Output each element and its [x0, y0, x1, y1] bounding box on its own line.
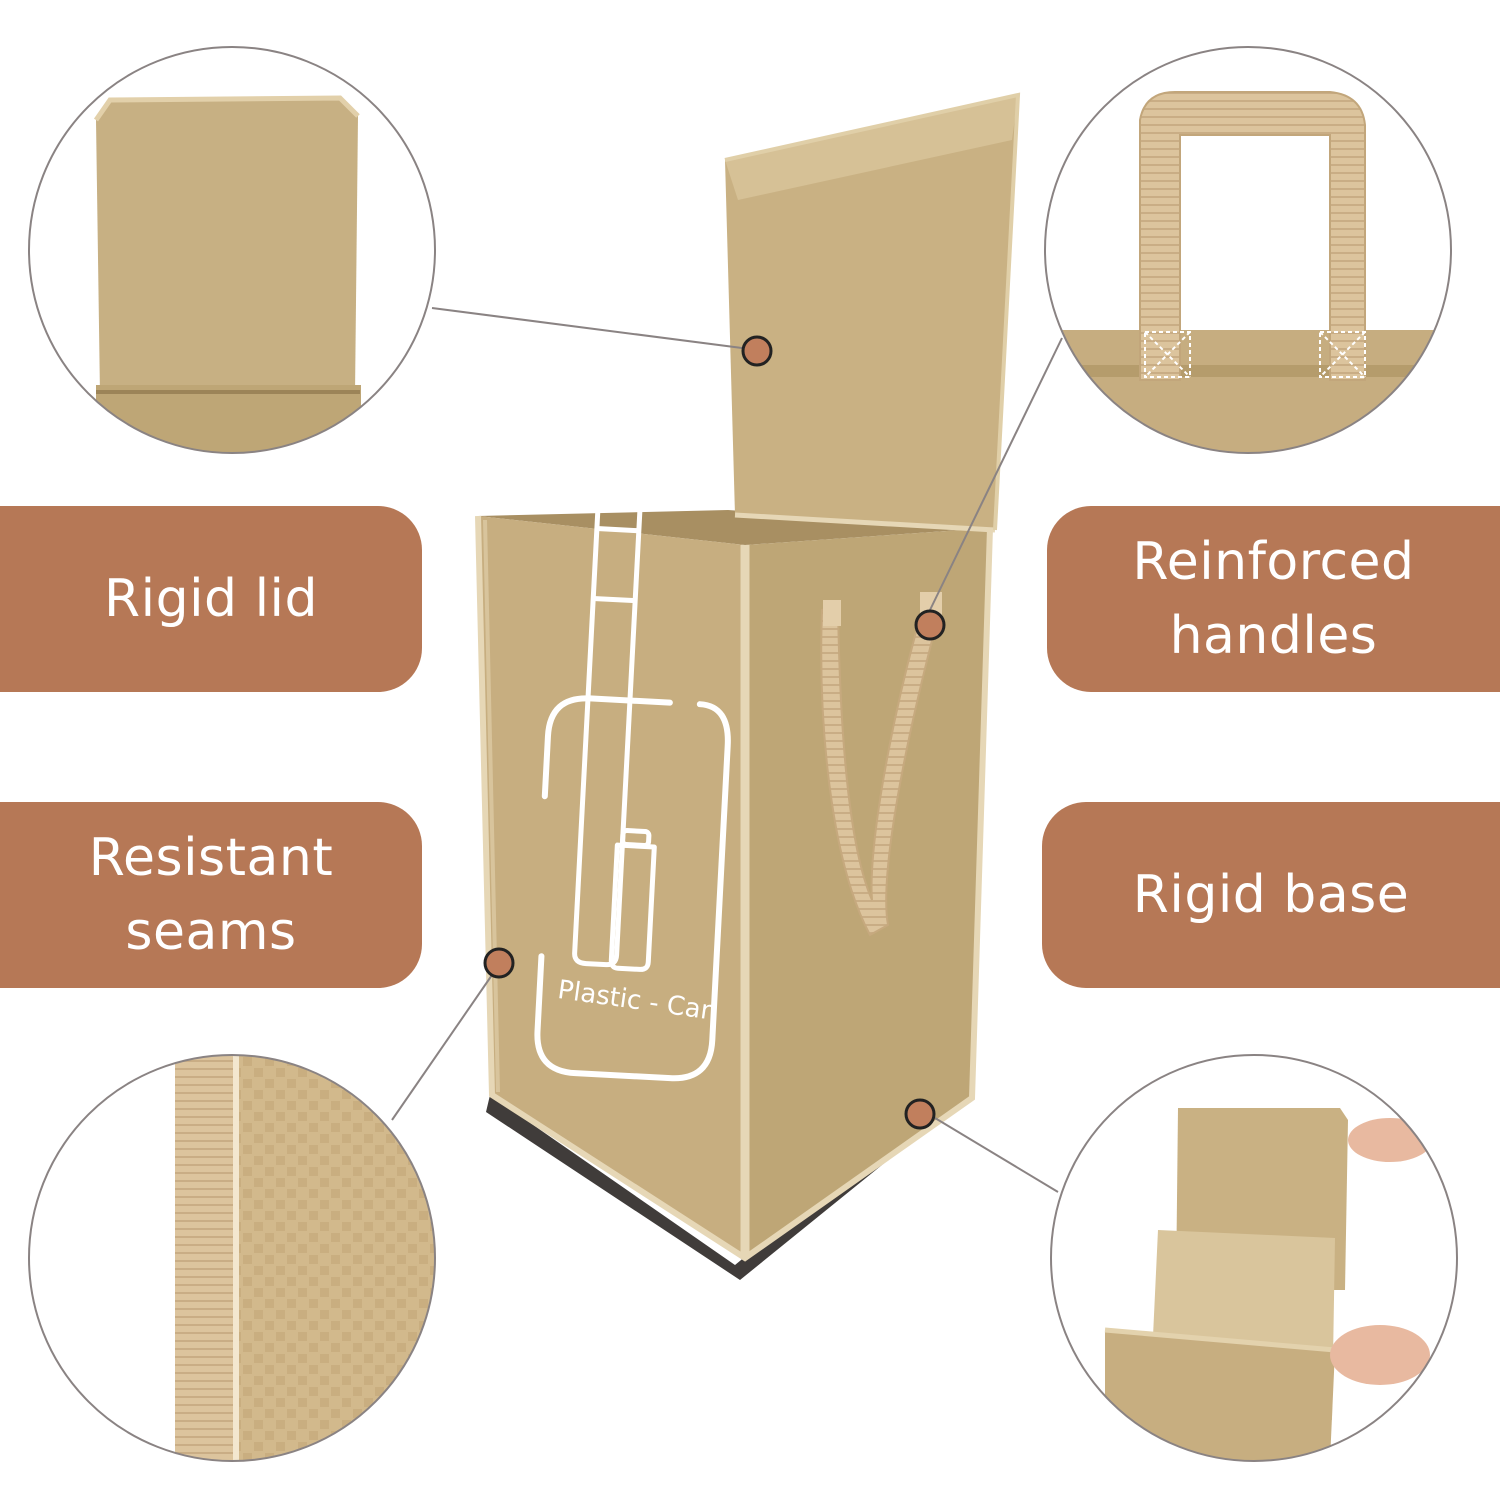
dot-rigid-lid [741, 335, 773, 367]
detail-handles-frame [1044, 46, 1452, 454]
detail-base-frame [1050, 1054, 1458, 1462]
callout-dots [483, 335, 946, 1130]
callout-reinforced-handles-line-2: handles [1169, 606, 1378, 666]
detail-lid-image [29, 47, 435, 453]
dot-rigid-base [904, 1098, 936, 1130]
callout-rigid-base: Rigid base [1042, 802, 1500, 988]
detail-seams-frame [28, 1054, 436, 1462]
bottle-and-can-icon [572, 398, 657, 972]
callout-resistant-seams-line-1: Resistant [88, 828, 334, 888]
detail-lid-frame [28, 46, 436, 454]
detail-seams-image [29, 1055, 435, 1461]
leader-lines [391, 307, 1063, 1193]
callout-resistant-seams: Resistant seams [0, 802, 422, 988]
callout-resistant-seams-line-2: seams [125, 902, 297, 962]
callout-reinforced-handles: Reinforced handles [1047, 506, 1500, 692]
recycling-bin [475, 92, 1021, 1280]
callout-reinforced-handles-line-1: Reinforced [1132, 532, 1415, 592]
callout-rigid-lid-line-1: Rigid lid [104, 569, 318, 629]
dot-reinforced-handles [914, 609, 946, 641]
callout-rigid-lid: Rigid lid [0, 506, 422, 692]
dot-resistant-seams [483, 947, 515, 979]
detail-handles-image [1045, 47, 1451, 453]
callout-rigid-base-line-1: Rigid base [1132, 865, 1410, 925]
detail-base-image [1051, 1055, 1457, 1461]
bin-logo [534, 398, 731, 1082]
